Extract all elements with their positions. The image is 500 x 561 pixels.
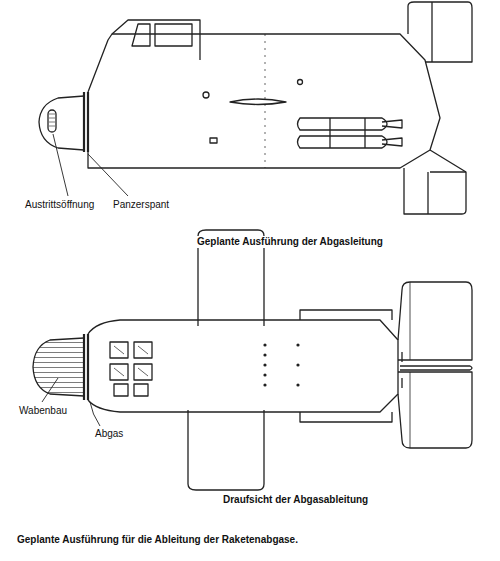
part-label: Abgas — [94, 428, 124, 440]
top-view — [33, 230, 472, 490]
part-label: Austrittsöffnung — [24, 199, 95, 211]
figure-caption: Geplante Ausführung für die Ableitung de… — [16, 534, 299, 546]
view-caption: Geplante Ausführung der Abgasleitung — [196, 236, 384, 248]
view-caption: Draufsicht der Abgasableitung — [222, 494, 369, 506]
part-label: Wabenbau — [18, 405, 68, 417]
side-view — [39, 2, 472, 214]
part-label: Panzerspant — [112, 199, 170, 211]
